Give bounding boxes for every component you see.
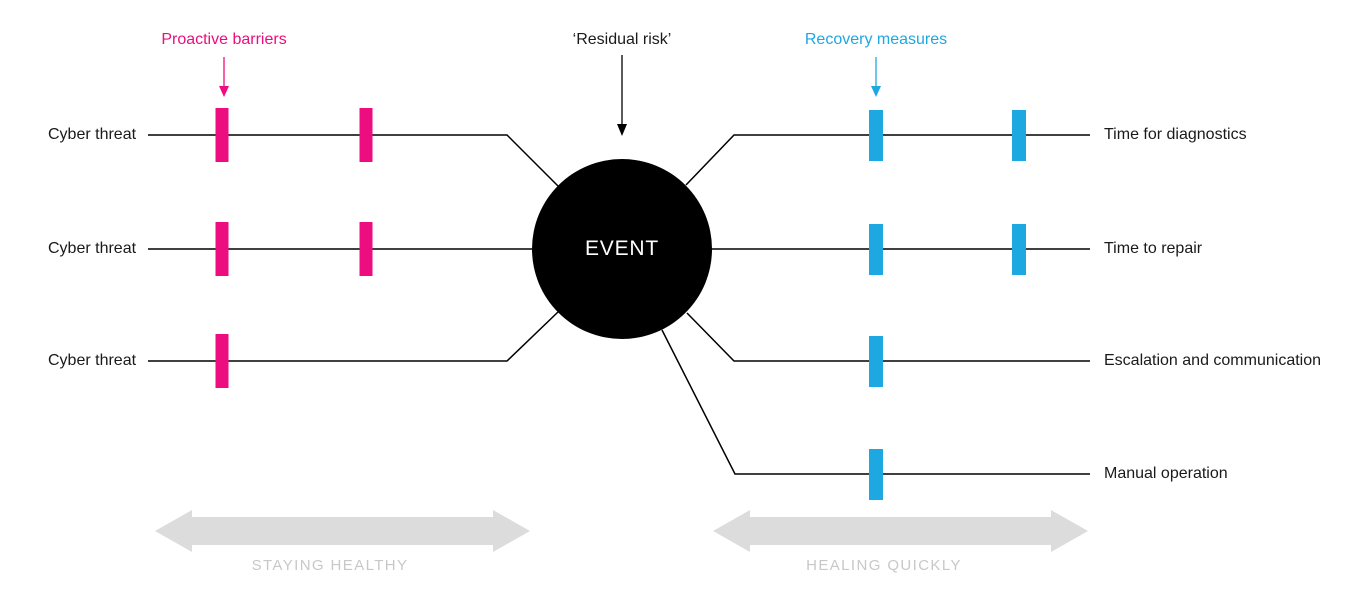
event-label: EVENT bbox=[584, 237, 660, 260]
threat-label-2: Cyber threat bbox=[48, 240, 137, 257]
proactive-barrier bbox=[359, 108, 373, 162]
healing-quickly-label: HEALING QUICKLY bbox=[806, 557, 962, 574]
recovery-barrier bbox=[1012, 224, 1026, 275]
staying-healthy-label: STAYING HEALTHY bbox=[251, 557, 409, 574]
recovery-measures-label: Recovery measures bbox=[804, 31, 948, 48]
residual-risk-down-arrow-icon bbox=[617, 55, 627, 136]
proactive-down-arrow-icon bbox=[219, 57, 229, 97]
proactive-barriers-label: Proactive barriers bbox=[161, 31, 287, 48]
healing-quickly-double-arrow-icon bbox=[713, 510, 1088, 552]
recovery-barrier bbox=[869, 449, 883, 500]
threat-line-3 bbox=[148, 311, 559, 362]
outcome-label-3: Escalation and communication bbox=[1104, 352, 1322, 369]
recovery-barrier bbox=[1012, 110, 1026, 161]
threat-label-1: Cyber threat bbox=[48, 126, 137, 143]
recovery-barrier bbox=[869, 336, 883, 387]
outcome-label-1: Time for diagnostics bbox=[1104, 126, 1247, 143]
threat-label-3: Cyber threat bbox=[48, 352, 137, 369]
event-circle bbox=[532, 159, 712, 339]
proactive-barrier bbox=[215, 222, 229, 276]
recovery-barrier bbox=[869, 110, 883, 161]
outcome-line-1 bbox=[685, 134, 1090, 186]
proactive-barrier bbox=[215, 334, 229, 388]
recovery-barrier bbox=[869, 224, 883, 275]
outcome-label-4: Manual operation bbox=[1104, 465, 1228, 482]
threat-line-1 bbox=[148, 134, 559, 187]
staying-healthy-double-arrow-icon bbox=[155, 510, 530, 552]
recovery-down-arrow-icon bbox=[871, 57, 881, 97]
outcome-line-3 bbox=[686, 312, 1090, 362]
proactive-barrier bbox=[215, 108, 229, 162]
outcome-label-2: Time to repair bbox=[1104, 240, 1203, 257]
proactive-barrier bbox=[359, 222, 373, 276]
outcome-line-4 bbox=[661, 329, 1090, 475]
residual-risk-label: ‘Residual risk’ bbox=[572, 31, 672, 48]
